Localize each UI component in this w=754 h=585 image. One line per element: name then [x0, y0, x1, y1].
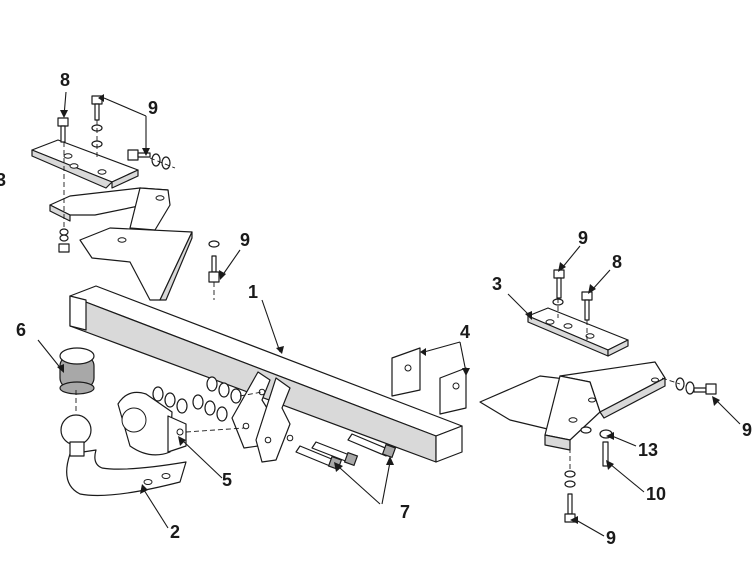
- mounting-plates: [231, 371, 294, 463]
- callout-5: 5: [222, 470, 232, 490]
- right-top-plate: [527, 307, 629, 357]
- callout-13: 13: [638, 440, 658, 460]
- callout-9-bottom: 9: [606, 528, 616, 548]
- main-crossbar: [69, 285, 463, 463]
- tow-ball-neck: [60, 414, 187, 497]
- left-top-plate: [31, 139, 139, 189]
- ball-cover: [59, 347, 95, 395]
- leader-lines: [37, 91, 741, 537]
- left-side-bracket: [49, 187, 193, 301]
- callout-3-left: 3: [0, 170, 6, 190]
- callout-4: 4: [460, 322, 470, 342]
- callout-9-right-top: 9: [578, 228, 588, 248]
- right-fasteners: [552, 269, 717, 523]
- callout-2: 2: [170, 522, 180, 542]
- callout-1: 1: [248, 282, 258, 302]
- middle-bracket: [391, 347, 467, 415]
- washers-nuts-left: [152, 376, 242, 422]
- callout-8-left: 8: [60, 70, 70, 90]
- callout-9-mid: 9: [240, 230, 250, 250]
- socket-plate: [117, 391, 187, 456]
- callout-8-right: 8: [612, 252, 622, 272]
- assembly-lines: [63, 120, 681, 472]
- callout-10: 10: [646, 484, 666, 504]
- callout-3: 3: [492, 274, 502, 294]
- right-side-bracket: [479, 361, 666, 451]
- callout-9-far-right: 9: [742, 420, 752, 440]
- callouts: 8 9 3 9 1 6 5 2 7 4 3 9 8 9 13 10 9: [0, 70, 752, 548]
- callout-6: 6: [16, 320, 26, 340]
- callout-7: 7: [400, 502, 410, 522]
- callout-9-top: 9: [148, 98, 158, 118]
- long-bolts: [295, 433, 397, 471]
